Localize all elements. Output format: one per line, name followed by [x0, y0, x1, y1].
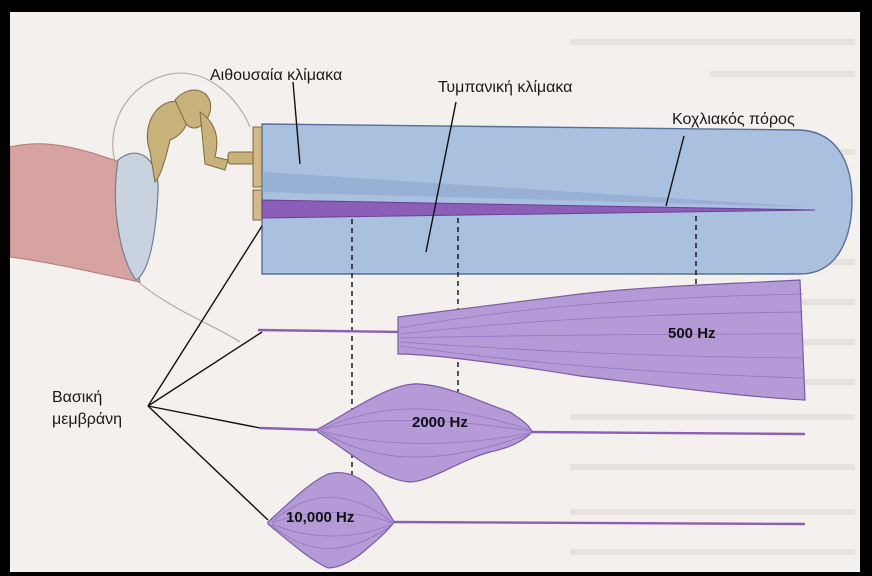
label-basilar-membrane-line1: Βασική [52, 388, 102, 408]
label-basilar-membrane-line2: μεμβράνη [52, 410, 122, 430]
diagram-canvas [10, 12, 860, 572]
label-scala-vestibuli: Αιθουσαία κλίμακα [210, 66, 342, 86]
label-scala-tympani: Τυμπανική κλίμακα [438, 78, 572, 98]
cochlea-diagram: Αιθουσαία κλίμακα Τυμπανική κλίμακα Κοχλ… [10, 12, 860, 572]
label-2000hz: 2000 Hz [412, 414, 468, 431]
label-500hz: 500 Hz [668, 325, 716, 342]
ossicles [147, 90, 254, 182]
label-cochlear-duct: Κοχλιακός πόρος [672, 110, 795, 130]
envelope-2000hz [318, 384, 532, 482]
envelope-500hz [398, 280, 805, 400]
label-10000hz: 10,000 Hz [286, 509, 354, 526]
